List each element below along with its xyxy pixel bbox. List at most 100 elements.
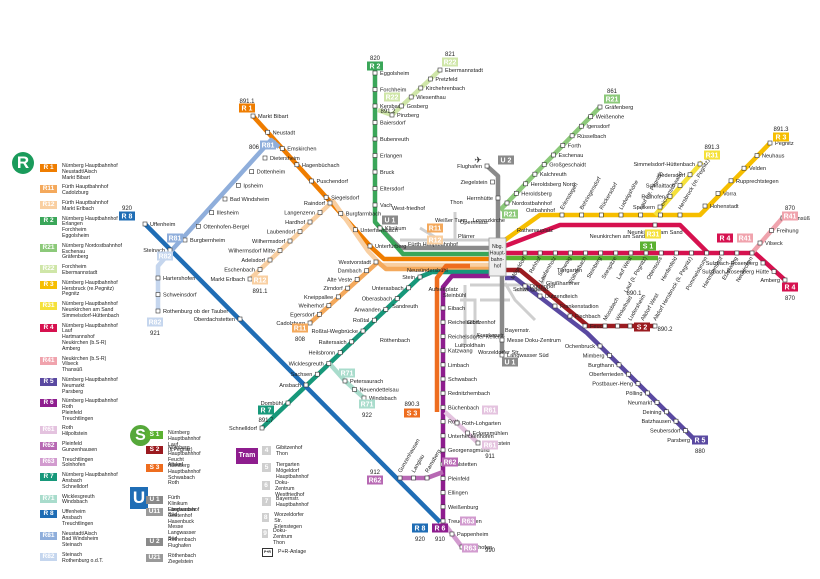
- station[interactable]: Emskirchen: [279, 146, 316, 153]
- station-marker[interactable]: [155, 275, 161, 281]
- station[interactable]: Georgensgmünd: [440, 447, 490, 454]
- station-marker[interactable]: [424, 475, 430, 481]
- station-marker[interactable]: [352, 387, 357, 392]
- station-marker[interactable]: [537, 293, 543, 299]
- station[interactable]: Ansbach: [279, 382, 309, 389]
- station-marker[interactable]: [782, 277, 788, 283]
- station-marker[interactable]: [449, 531, 455, 537]
- station-marker[interactable]: [769, 228, 774, 233]
- line-s3[interactable]: [434, 263, 470, 412]
- line-r8[interactable]: [143, 222, 442, 524]
- station[interactable]: Dottenheim: [249, 169, 286, 176]
- station-marker[interactable]: [667, 193, 673, 199]
- station-marker[interactable]: [262, 155, 268, 161]
- station-marker[interactable]: [495, 195, 501, 201]
- station-marker[interactable]: [674, 250, 679, 256]
- station-marker[interactable]: [372, 202, 378, 208]
- station-marker[interactable]: [367, 243, 373, 249]
- station-marker[interactable]: [250, 113, 256, 119]
- station[interactable]: Uffenheim: [142, 221, 176, 228]
- station[interactable]: Nordostbahnhof: [504, 200, 552, 207]
- station-marker[interactable]: [664, 409, 669, 415]
- station-marker[interactable]: [372, 186, 378, 191]
- station-marker[interactable]: [440, 334, 446, 339]
- station[interactable]: Rückersdorf: [599, 181, 619, 218]
- station-marker[interactable]: [247, 276, 253, 282]
- station-marker[interactable]: [513, 191, 519, 196]
- line-r31[interactable]: [653, 160, 704, 217]
- station[interactable]: Ludwigshöhe: [619, 179, 641, 218]
- station-marker[interactable]: [418, 85, 424, 91]
- station-marker[interactable]: [673, 418, 679, 424]
- station-marker[interactable]: [394, 296, 400, 301]
- station-marker[interactable]: [522, 283, 528, 289]
- station[interactable]: Unterheckenhofen: [440, 433, 494, 440]
- station[interactable]: Schwabach: [440, 376, 477, 383]
- line-badge-r81[interactable]: R81: [167, 233, 183, 243]
- station-marker[interactable]: [523, 181, 528, 187]
- station-marker[interactable]: [697, 161, 703, 167]
- station[interactable]: Limbach: [440, 362, 469, 369]
- station-marker[interactable]: [551, 152, 556, 158]
- station-marker[interactable]: [728, 178, 734, 184]
- station-marker[interactable]: [602, 323, 608, 329]
- station-marker[interactable]: [440, 348, 446, 353]
- station[interactable]: Burgbernheim: [182, 237, 225, 244]
- station-marker[interactable]: [399, 103, 404, 109]
- station-marker[interactable]: [652, 323, 658, 329]
- station-marker[interactable]: [182, 237, 188, 243]
- station-marker[interactable]: [683, 428, 688, 433]
- station-marker[interactable]: [372, 120, 378, 125]
- line-badge-u1[interactable]: U 1: [382, 215, 398, 225]
- station-marker[interactable]: [597, 343, 603, 349]
- station-marker[interactable]: [372, 317, 377, 323]
- station-marker[interactable]: [490, 179, 495, 185]
- station-marker[interactable]: [568, 250, 573, 256]
- station[interactable]: Rollhofen: [641, 193, 673, 200]
- station[interactable]: Reichelsdorf: [440, 319, 480, 326]
- station-marker[interactable]: [687, 172, 693, 178]
- station-marker[interactable]: [372, 136, 378, 142]
- station-marker[interactable]: [317, 311, 322, 317]
- station[interactable]: Raindorf: [304, 200, 333, 207]
- station[interactable]: Neumarkt: [628, 400, 660, 406]
- station[interactable]: Wilhermsdorf: [252, 238, 293, 245]
- station-marker[interactable]: [323, 194, 329, 200]
- station-marker[interactable]: [559, 212, 565, 218]
- station[interactable]: Illesheim: [209, 210, 239, 217]
- station-marker[interactable]: [277, 248, 283, 253]
- station[interactable]: Gosberg: [399, 103, 428, 110]
- station[interactable]: Kneippallee: [304, 294, 341, 301]
- line-badge-r71[interactable]: R71: [339, 368, 355, 378]
- station[interactable]: Sulzbach-Rosenberg Hütte: [702, 269, 777, 276]
- station[interactable]: Postbauer-Heng: [592, 381, 641, 388]
- station[interactable]: Heroldsberg Nord: [523, 181, 575, 188]
- station[interactable]: Neuendettelsau: [352, 387, 399, 394]
- station[interactable]: Petersaurach: [342, 378, 383, 385]
- station[interactable]: Raitersaich: [319, 339, 354, 346]
- station-marker[interactable]: [440, 490, 446, 495]
- station-marker[interactable]: [440, 433, 446, 439]
- station[interactable]: Velden: [741, 165, 766, 172]
- station[interactable]: Neukirchen: [735, 250, 755, 284]
- line-badge-u1[interactable]: U 1: [502, 357, 518, 367]
- station-marker[interactable]: [749, 250, 755, 256]
- station-marker[interactable]: [408, 94, 414, 100]
- station[interactable]: Amberg: [760, 277, 788, 284]
- station[interactable]: Steinberg: [586, 250, 603, 280]
- station[interactable]: Unterasbach: [372, 285, 411, 292]
- line-badge-u2[interactable]: U 2: [498, 155, 514, 165]
- station[interactable]: Laubendorf: [267, 229, 303, 236]
- station[interactable]: Kersbach: [372, 103, 404, 110]
- station-marker[interactable]: [196, 224, 201, 229]
- station[interactable]: Bad Windsheim: [222, 196, 270, 203]
